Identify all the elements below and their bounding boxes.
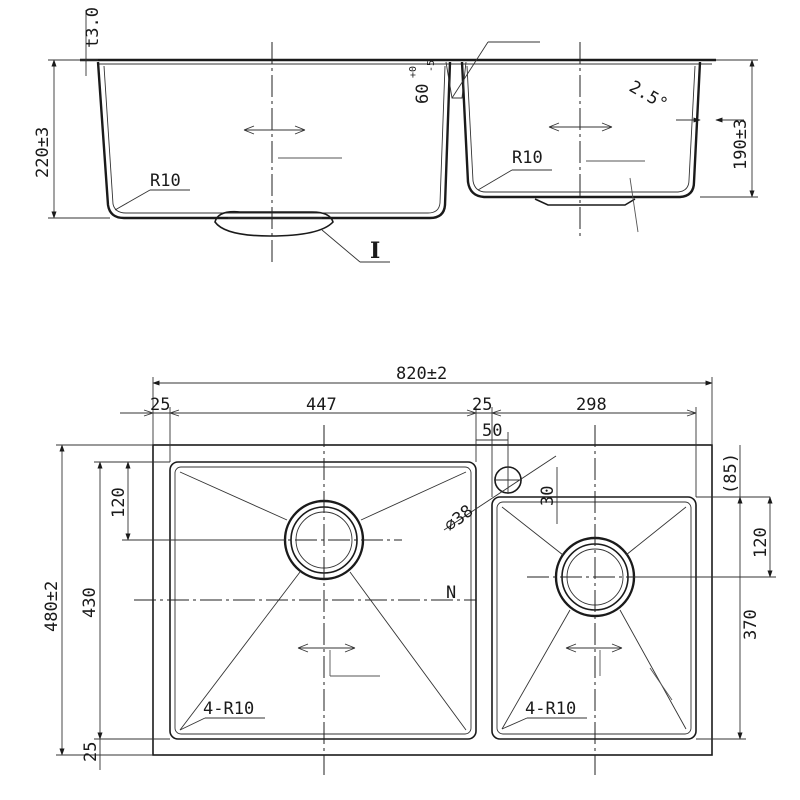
left-bowl-slope-lines	[179, 471, 467, 731]
left-radius-label: R10	[150, 171, 181, 191]
right-bowl-inner	[496, 501, 692, 735]
right-drain-guide	[649, 667, 673, 701]
detail-label: I	[370, 238, 380, 264]
right-depth-label: 190±3	[731, 119, 751, 170]
angle-label: 2.5°	[626, 77, 671, 115]
right-corner-leader	[501, 717, 528, 730]
overall-width-label: 820±2	[396, 364, 447, 384]
top-plan-view: N 820±2 25 447 25 298 50 480±2 430	[42, 364, 776, 775]
overflow-tol-upper: +0	[408, 66, 419, 78]
right-bowl-outer	[491, 496, 697, 740]
overflow-tol-lower: -5	[426, 60, 437, 72]
detail-leader	[321, 229, 361, 263]
overall-depth-label: 480±2	[42, 581, 62, 632]
left-margin-label: 25	[150, 395, 170, 415]
left-corner-leader	[179, 717, 206, 731]
left-corner-radius-label: 4-R10	[203, 699, 254, 719]
right-corner-radius-label: 4-R10	[525, 699, 576, 719]
right-drain-offset-label: 120	[751, 527, 771, 558]
right-radius-leader	[477, 169, 513, 191]
right-slope-arrows	[548, 122, 613, 132]
left-bowl-inner-profile	[103, 65, 446, 214]
left-bowl-width-label: 447	[306, 395, 337, 415]
left-slope-arrows	[243, 125, 306, 135]
tap-dim-30-label: 30	[538, 486, 558, 506]
right-flow-arrowheads	[565, 643, 623, 653]
thickness-label: t3.0	[83, 7, 103, 48]
segment-dim-arrows	[143, 409, 697, 417]
right-bowl-slope-lines	[501, 506, 687, 730]
tap-diameter-label: ⌀38	[441, 501, 478, 536]
right-bowl-profile	[460, 61, 702, 199]
right-radius-label: R10	[512, 148, 543, 168]
tap-offset-label: 50	[482, 421, 502, 441]
right-bowl-depth-label: 370	[741, 609, 761, 640]
divider-width-label: 25	[472, 395, 492, 415]
left-drain-offset-label: 120	[109, 487, 129, 518]
tap-diameter-leader	[443, 455, 557, 531]
overflow-label: 60	[413, 84, 433, 104]
north-label: N	[446, 583, 456, 603]
bottom-margin-label: 25	[81, 742, 101, 762]
right-bowl-inner-profile	[466, 65, 696, 193]
left-drain-bump	[214, 210, 334, 237]
left-bowl-depth-label: 430	[80, 587, 100, 618]
left-depth-label: 220±3	[33, 127, 53, 178]
left-bowl-profile	[96, 61, 452, 220]
side-section-view: t3.0 220±3 190±3 2.5° 60 +0 -5 R10 R10 I	[33, 7, 758, 264]
left-radius-leader	[114, 189, 151, 211]
right-drain-bump	[534, 198, 636, 206]
overflow-leader	[451, 41, 489, 99]
right-top-offset-label: (85)	[721, 453, 741, 494]
right-bowl-width-label: 298	[576, 395, 607, 415]
right-drain-leader	[629, 177, 639, 233]
left-flow-arrowheads	[297, 643, 356, 653]
